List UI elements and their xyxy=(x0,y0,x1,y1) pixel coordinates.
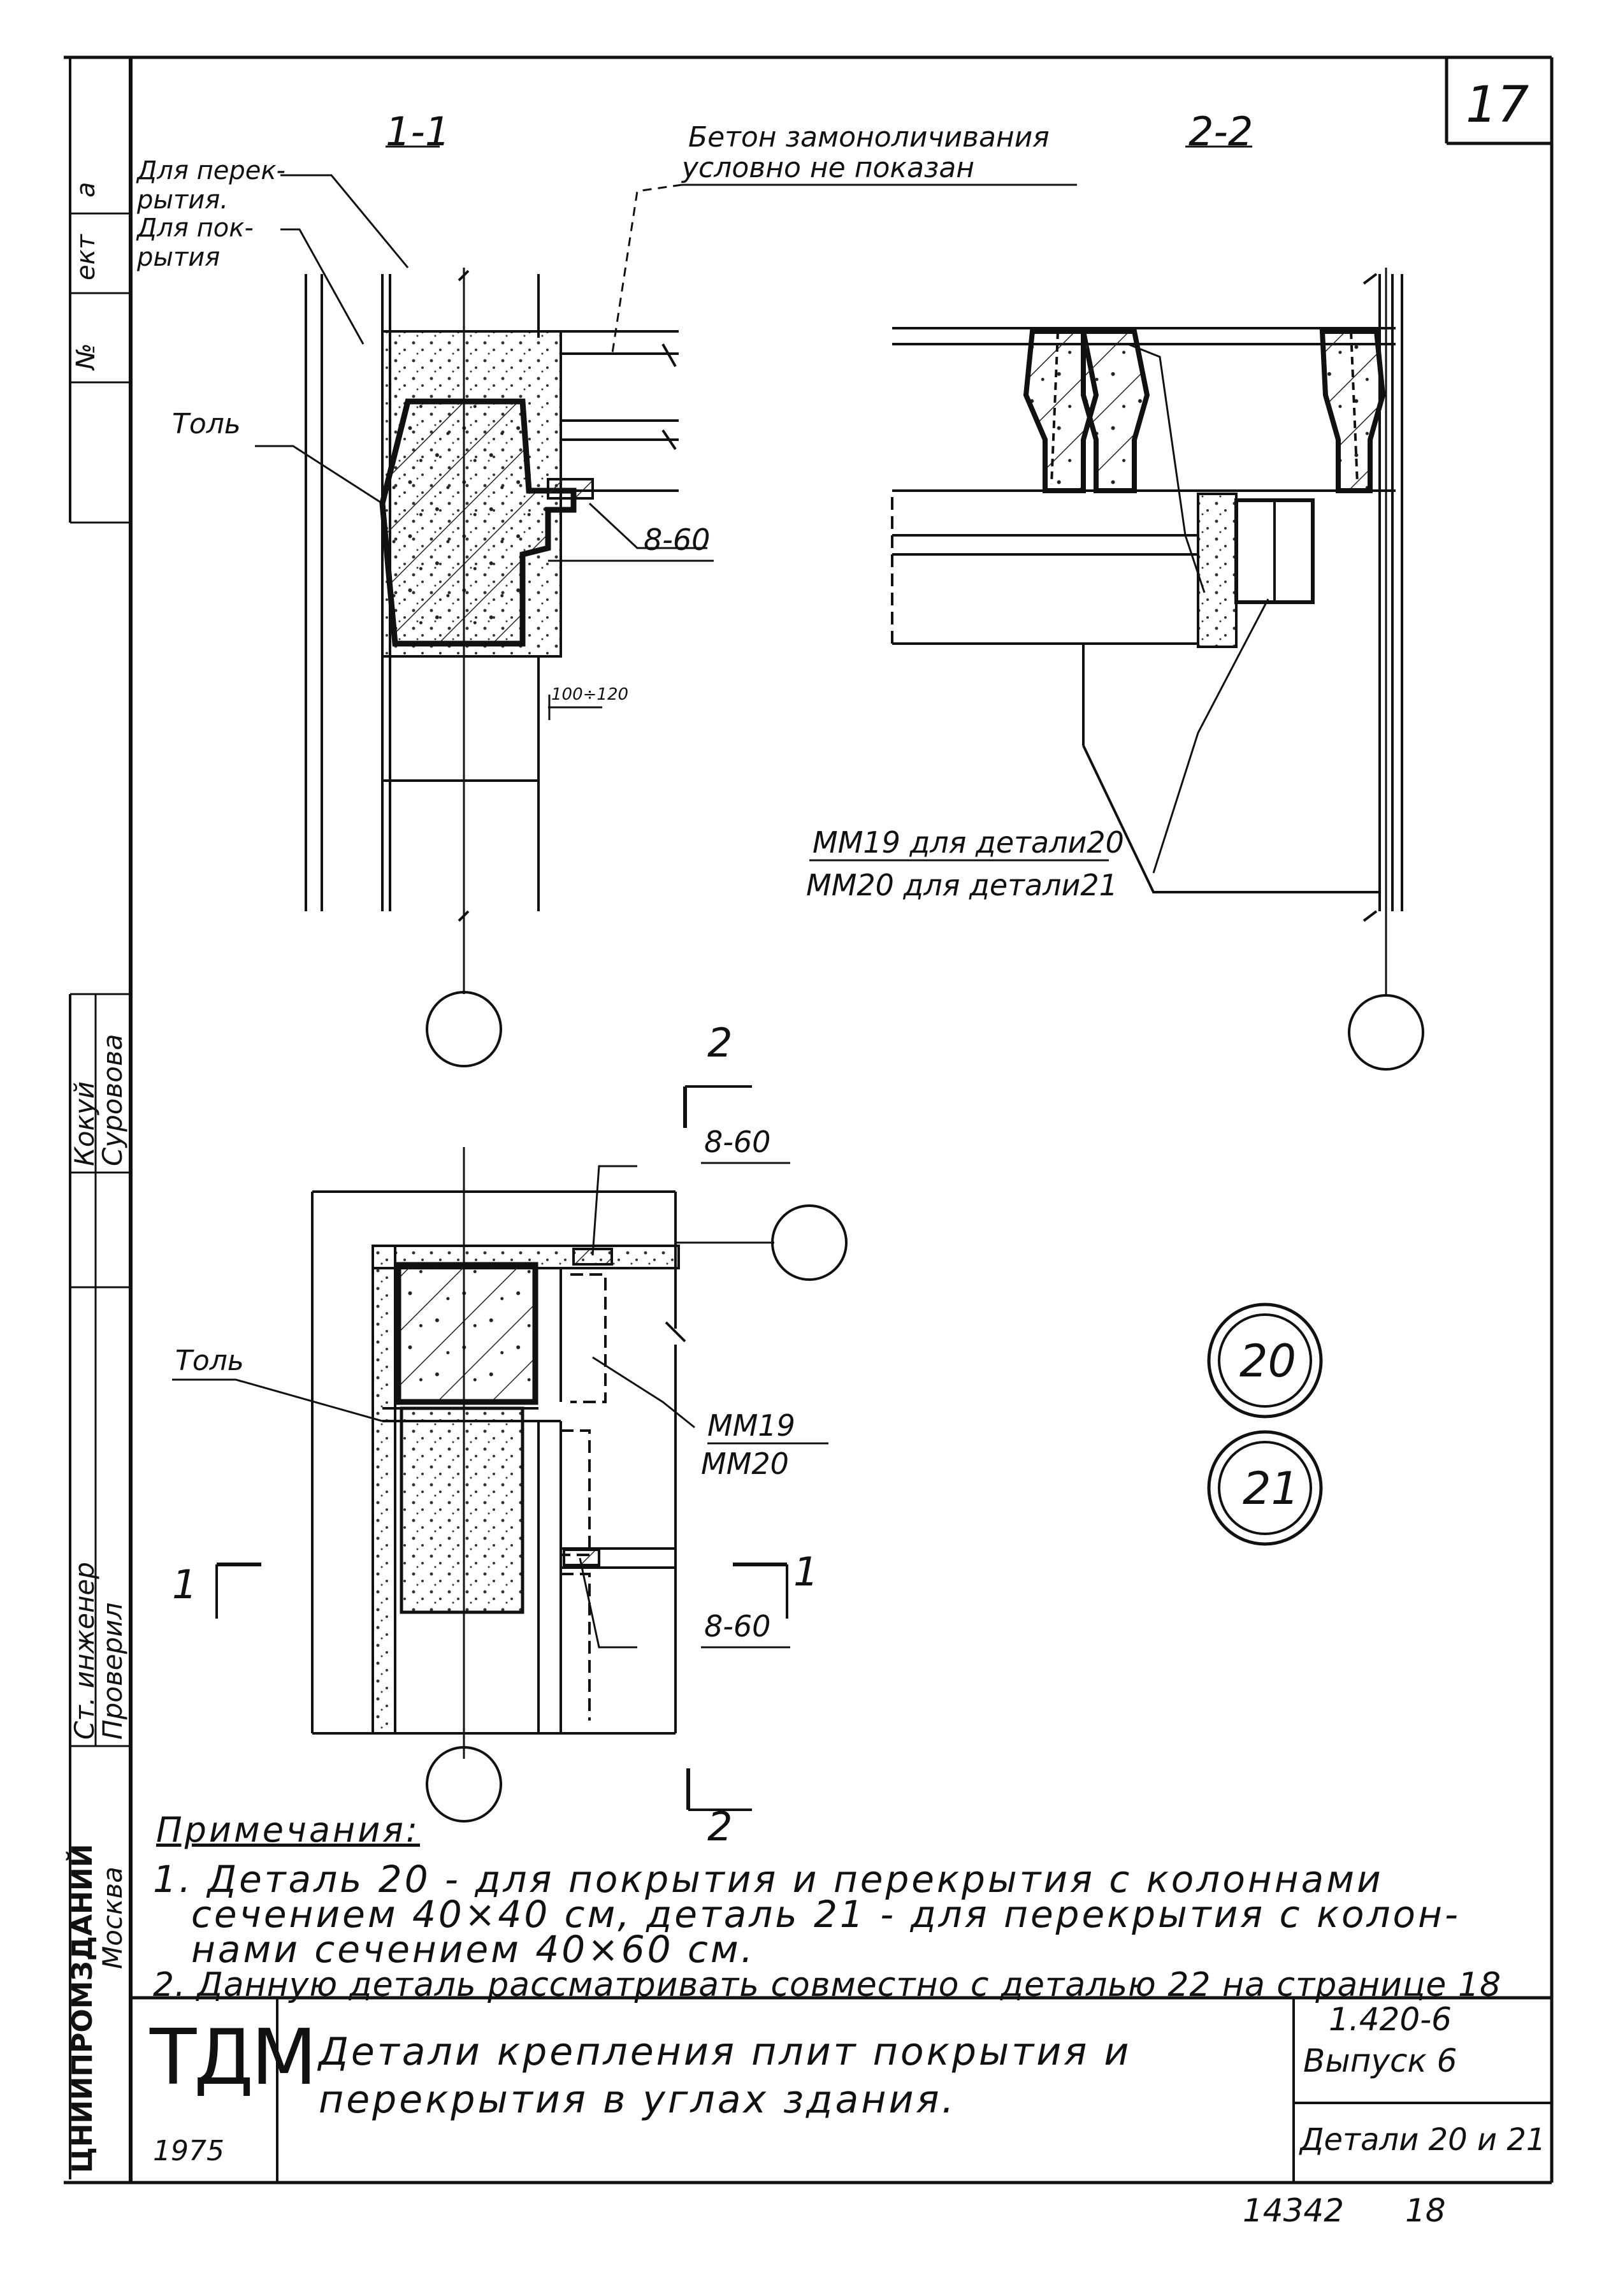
stamp-cell-b: ект xyxy=(71,234,101,280)
bottom-code: 14342 xyxy=(1243,2192,1345,2229)
drawing-title-line1: Детали крепления плит покрытия и xyxy=(319,2030,1132,2074)
embed-label-plan-1: ММ19 xyxy=(707,1408,795,1443)
concrete-note-line1: Бетон замоноличивания xyxy=(688,121,1050,154)
weld-label-1-1: 8-60 xyxy=(644,523,711,557)
detail-label-20: 20 xyxy=(1239,1335,1297,1387)
cut-mark-top: 2 xyxy=(707,1020,733,1066)
cut-mark-right: 1 xyxy=(793,1549,819,1595)
series-code: 1.420-6 xyxy=(1329,2001,1452,2038)
dimension-label: 100÷120 xyxy=(551,685,629,704)
label-tol-section: Толь xyxy=(172,408,241,440)
stamp-cell-a: а xyxy=(71,182,101,198)
embed-label-line1: ММ19 для детали20 xyxy=(813,825,1124,860)
notes-line-4: 2. Данную деталь рассматривать совместно… xyxy=(153,1966,1502,2004)
axis-marker-plan-bottom xyxy=(426,1746,502,1823)
weld-label-plan-bottom: 8-60 xyxy=(704,1609,771,1643)
city: Москва xyxy=(97,1866,128,1969)
axis-marker-plan-right xyxy=(771,1204,848,1281)
plan-drawing xyxy=(172,1085,788,1811)
year: 1975 xyxy=(153,2135,224,2167)
embed-label-plan-2: ММ20 xyxy=(701,1447,789,1481)
label-tol-plan: Толь xyxy=(175,1345,244,1377)
detail-label-21: 21 xyxy=(1243,1462,1300,1515)
name-engineer: Кокуй xyxy=(69,1081,100,1166)
section-2-2-title: 2-2 xyxy=(1188,108,1253,155)
label-underlines xyxy=(386,145,1252,1649)
detail-marker-21 xyxy=(1207,1430,1323,1546)
detail-numbers: Детали 20 и 21 xyxy=(1300,2122,1546,2158)
cut-mark-left: 1 xyxy=(172,1561,198,1608)
logo-tdm: ТДМ xyxy=(150,2014,317,2102)
section-1-1-drawing xyxy=(255,174,707,994)
notes-line-2: сечением 40×40 см, деталь 21 - для перек… xyxy=(191,1893,1461,1936)
bottom-page: 18 xyxy=(1405,2192,1446,2229)
page-number: 17 xyxy=(1466,76,1529,134)
label-floor: Для перек- рытия. xyxy=(137,156,285,215)
sheet-frame xyxy=(64,55,1554,2184)
section-1-1-title: 1-1 xyxy=(386,108,451,155)
stamp-cell-c: № xyxy=(71,343,101,370)
embed-label-line2: ММ20 для детали21 xyxy=(806,868,1118,902)
notes-line-1: 1. Деталь 20 - для покрытия и перекрытия… xyxy=(153,1858,1383,1901)
axis-marker-2-2 xyxy=(1348,994,1424,1071)
drawing-title-line2: перекрытия в углах здания. xyxy=(319,2077,957,2122)
concrete-note-line2: условно не показан xyxy=(682,152,975,184)
axis-marker-1-1 xyxy=(426,991,502,1067)
notes-line-3: нами сечением 40×60 см. xyxy=(191,1928,756,1971)
name-checker: Суровова xyxy=(97,1034,128,1166)
role-checked: Проверил xyxy=(97,1602,128,1740)
weld-label-plan-top: 8-60 xyxy=(704,1125,771,1159)
label-roof: Для пок- рытия xyxy=(137,213,254,272)
notes-heading: Примечания: xyxy=(156,1810,421,1850)
issue-number: Выпуск 6 xyxy=(1303,2042,1457,2079)
role-senior-engineer: Ст. инженер xyxy=(69,1562,100,1740)
cut-mark-bottom: 2 xyxy=(707,1803,733,1850)
section-2-2-drawing xyxy=(891,268,1403,994)
detail-marker-20 xyxy=(1207,1303,1323,1419)
organization: ЦНИИПРОМЗДАНИЙ xyxy=(66,1844,99,2173)
